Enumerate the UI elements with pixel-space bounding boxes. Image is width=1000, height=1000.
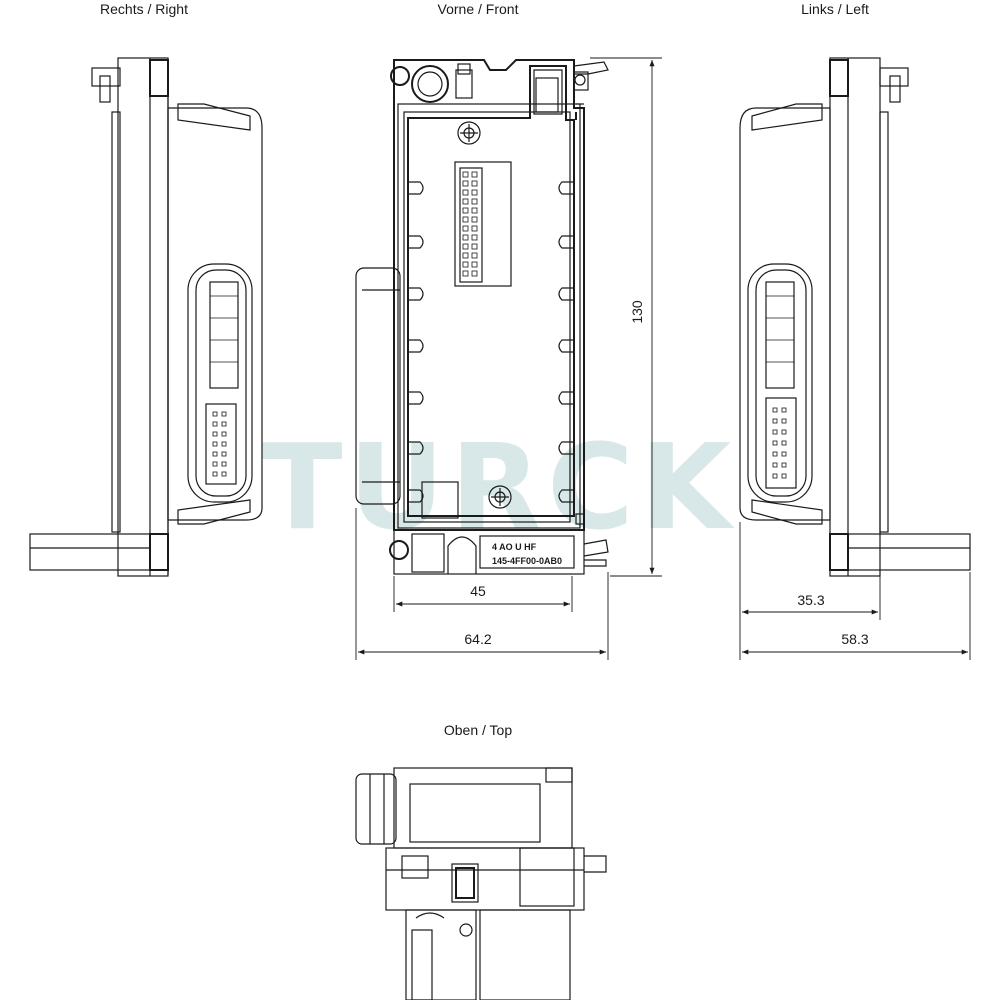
header-pin (462, 189, 469, 196)
left-rail-notch (408, 181, 424, 195)
socket-pin (212, 471, 218, 477)
socket-pin (772, 440, 778, 446)
socket-pin (781, 451, 787, 457)
socket-pin (212, 451, 218, 457)
header-pin (471, 252, 478, 259)
socket-pin (781, 418, 787, 424)
header-pin (462, 252, 469, 259)
left-rail-notch (408, 489, 424, 503)
right-rail-notch (558, 441, 574, 455)
left-rail-notch (408, 287, 424, 301)
header-pin (462, 207, 469, 214)
header-pin (462, 261, 469, 268)
left-view (739, 57, 971, 577)
header-pin (471, 198, 478, 205)
left-rail-notch (408, 441, 424, 455)
socket-pin (212, 421, 218, 427)
header-pin (471, 189, 478, 196)
view-title-right: Rechts / Right (100, 1, 188, 17)
label-plate-line2: 145-4FF00-0AB0 (492, 556, 562, 566)
socket-pin (781, 462, 787, 468)
right-rail-notch (558, 489, 574, 503)
socket-pin (221, 451, 227, 457)
right-rail-notch (558, 181, 574, 195)
right-rail-notch (558, 339, 574, 353)
header-pin (471, 234, 478, 241)
socket-pin (221, 471, 227, 477)
dimension-values: 130 45 64.2 35.3 58.3 (464, 300, 868, 647)
header-pin (471, 180, 478, 187)
socket-pin (781, 473, 787, 479)
right-rail-notch (558, 235, 574, 249)
header-pin (462, 225, 469, 232)
watermark-text: TURCK (262, 418, 737, 556)
socket-pin (781, 440, 787, 446)
left-rail-notch (408, 391, 424, 405)
socket-pin (221, 441, 227, 447)
header-pin (462, 171, 469, 178)
socket-pin (772, 429, 778, 435)
socket-pin (212, 461, 218, 467)
socket-pin (212, 441, 218, 447)
label-plate-line1: 4 AO U HF (492, 542, 537, 552)
top-view (355, 767, 607, 1000)
header-pin (471, 270, 478, 277)
front-view: 4 AO U HF 145-4FF00-0AB0 (355, 59, 609, 575)
header-pin (471, 243, 478, 250)
right-rail-notch (558, 391, 574, 405)
socket-pin (221, 421, 227, 427)
dim-front-total-64-2: 64.2 (464, 631, 491, 647)
socket-pin (221, 431, 227, 437)
header-pin (471, 261, 478, 268)
socket-pin (221, 461, 227, 467)
view-title-top: Oben / Top (444, 722, 512, 738)
header-pin (462, 180, 469, 187)
dim-left-inner-35-3: 35.3 (797, 592, 824, 608)
right-view (29, 57, 263, 577)
header-pin (462, 216, 469, 223)
dim-left-total-58-3: 58.3 (841, 631, 868, 647)
socket-pin (212, 411, 218, 417)
header-pin (471, 216, 478, 223)
socket-pin (772, 451, 778, 457)
socket-pin (772, 407, 778, 413)
socket-pin (781, 407, 787, 413)
socket-pin (221, 411, 227, 417)
header-pin (462, 234, 469, 241)
dim-height-130: 130 (629, 300, 645, 324)
header-pin (471, 207, 478, 214)
socket-pin (212, 431, 218, 437)
dim-front-inner-45: 45 (470, 583, 486, 599)
header-pin (462, 198, 469, 205)
header-pin (462, 270, 469, 277)
left-rail-notch (408, 339, 424, 353)
header-pin (462, 243, 469, 250)
view-title-front: Vorne / Front (438, 1, 519, 17)
right-rail-notch (558, 287, 574, 301)
socket-pin (781, 429, 787, 435)
socket-pin (772, 462, 778, 468)
left-rail-notch (408, 235, 424, 249)
dimension-lines (355, 57, 971, 660)
view-title-left: Links / Left (801, 1, 869, 17)
socket-pin (772, 473, 778, 479)
header-pin (471, 225, 478, 232)
socket-pin (772, 418, 778, 424)
header-pin (471, 171, 478, 178)
